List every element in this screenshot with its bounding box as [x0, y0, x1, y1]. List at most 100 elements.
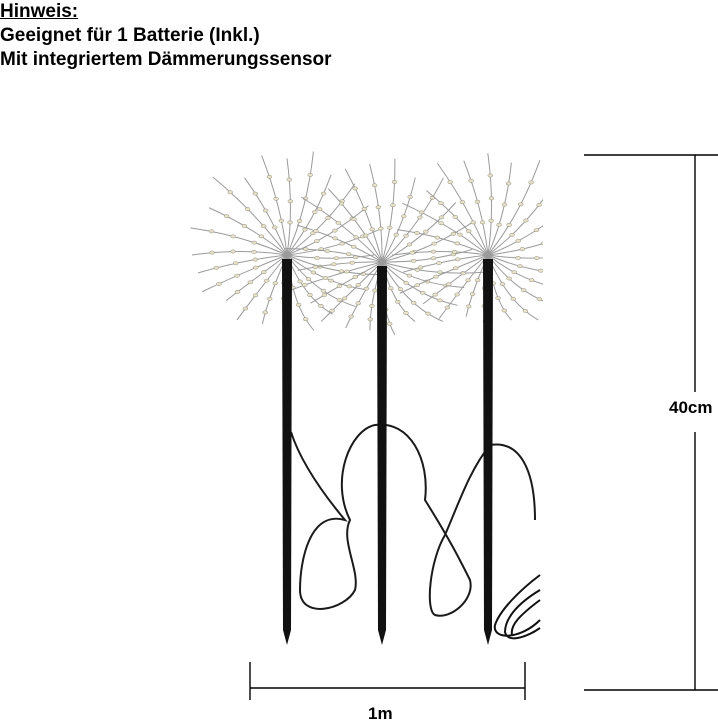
led-bulb	[208, 229, 215, 234]
light-wire	[487, 198, 543, 256]
led-bulb	[307, 293, 313, 297]
led-bulb	[430, 249, 437, 254]
led-bulb	[241, 224, 248, 228]
led-bulb	[391, 180, 398, 184]
light-wire	[402, 254, 489, 273]
led-bulb	[528, 278, 535, 283]
led-bulb	[438, 215, 445, 220]
led-bulb	[517, 264, 523, 269]
led-bulb	[314, 239, 320, 243]
light-wire	[191, 250, 288, 256]
led-bulb	[541, 241, 543, 246]
led-bulb	[234, 273, 240, 278]
light-wire	[487, 162, 512, 256]
led-bulb	[352, 186, 358, 191]
led-bulb	[474, 199, 481, 204]
light-wire	[212, 176, 288, 256]
led-bulb	[511, 270, 517, 275]
led-bulb	[267, 296, 273, 301]
led-bulb	[253, 265, 259, 270]
led-bulb	[506, 276, 512, 281]
led-bulb	[258, 234, 265, 239]
led-bulb	[262, 310, 268, 315]
light-wire	[422, 254, 489, 305]
led-bulb	[411, 300, 417, 305]
light-wire	[369, 164, 383, 263]
led-bulb	[216, 282, 222, 286]
led-bulb	[436, 261, 442, 265]
led-bulb	[452, 215, 458, 219]
led-bulb	[213, 265, 220, 270]
led-bulb	[286, 177, 292, 182]
led-bulb	[432, 292, 438, 297]
led-bulb	[314, 256, 320, 260]
led-bulb	[209, 250, 215, 255]
led-bulb	[247, 280, 253, 285]
led-bulb	[273, 196, 279, 201]
light-wire	[201, 254, 288, 293]
led-bulb	[474, 278, 481, 283]
led-bulb	[272, 225, 278, 230]
light-wire	[397, 229, 489, 256]
led-bulb	[371, 183, 378, 188]
light-wire	[236, 254, 288, 321]
width-dimension	[249, 662, 526, 700]
led-bulb	[469, 292, 476, 296]
led-bulb	[295, 302, 302, 307]
light-wire	[261, 155, 288, 256]
ground-stake-2	[377, 266, 387, 645]
light-wire	[487, 160, 541, 256]
led-bulb	[407, 195, 413, 199]
led-bulb	[307, 173, 313, 177]
light-wire	[436, 162, 489, 256]
light-wire	[244, 177, 288, 256]
light-wire	[463, 160, 489, 256]
led-bulb	[452, 266, 459, 271]
led-bulb	[533, 228, 540, 233]
led-bulb	[321, 293, 328, 297]
led-bulb	[332, 236, 338, 241]
led-bulb	[312, 210, 318, 214]
led-bulb	[496, 222, 502, 227]
led-bulb	[409, 250, 415, 255]
light-wire	[286, 158, 291, 256]
light-wire	[286, 254, 385, 276]
led-bulb	[487, 173, 493, 178]
led-bulb	[251, 240, 257, 245]
notes-battery: Geeignet für 1 Batterie (Inkl.)	[0, 25, 260, 46]
led-bulb	[488, 218, 494, 223]
product-notes: Hinweis: Geeignet für 1 Batterie (Inkl.)…	[0, 0, 332, 72]
led-bulb	[423, 229, 429, 234]
led-bulb	[351, 244, 357, 249]
led-bulb	[417, 265, 424, 270]
led-bulb	[431, 241, 437, 246]
led-bulb	[287, 220, 293, 225]
led-bulb	[266, 174, 273, 179]
led-bulb	[233, 261, 239, 266]
led-bulb	[403, 281, 409, 285]
led-bulb	[351, 217, 357, 222]
light-wire	[286, 205, 369, 256]
led-bulb	[378, 226, 384, 231]
led-bulb	[388, 286, 394, 291]
cable	[290, 423, 536, 617]
led-bulb	[372, 288, 378, 293]
led-bulb	[361, 207, 368, 211]
led-bulb	[310, 270, 317, 275]
led-bulb	[528, 180, 534, 185]
led-bulb	[430, 256, 437, 261]
led-bulb	[318, 304, 324, 308]
led-bulb	[459, 200, 466, 205]
led-bulb	[296, 219, 303, 223]
light-burst-3	[391, 153, 543, 334]
led-bulb	[465, 278, 471, 283]
led-bulb	[387, 225, 393, 230]
light-wire	[284, 261, 383, 293]
led-bulb	[328, 278, 334, 283]
led-bulb	[406, 242, 413, 247]
light-wire	[487, 225, 543, 256]
led-bulb	[320, 288, 327, 293]
light-wire	[487, 254, 543, 285]
led-bulb	[451, 249, 458, 254]
